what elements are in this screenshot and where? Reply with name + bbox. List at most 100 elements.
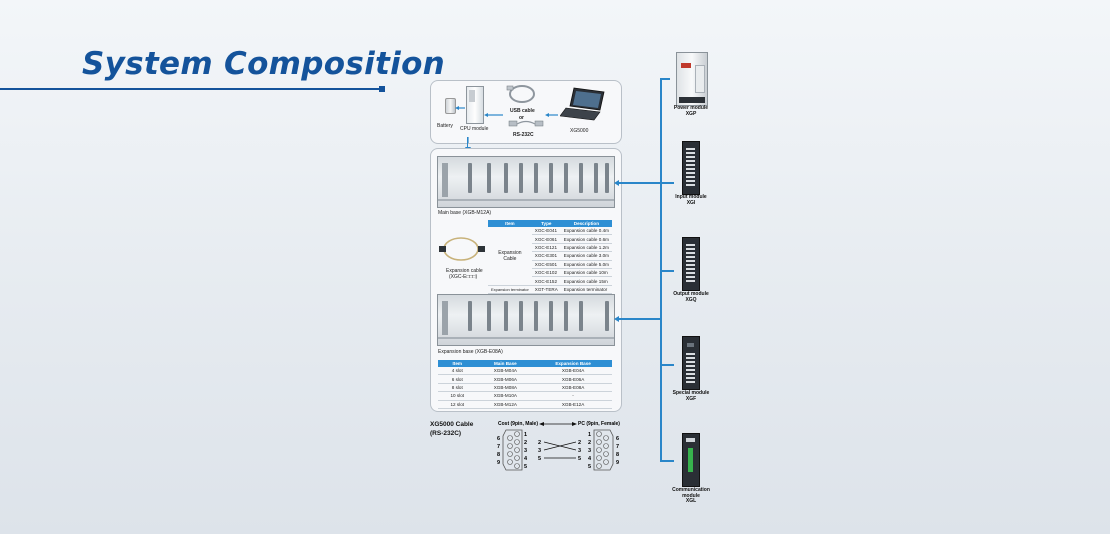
pin-icon bbox=[603, 459, 609, 465]
table-cell: 4 slot bbox=[438, 367, 477, 376]
table-cell: XGT-TERA bbox=[531, 285, 561, 295]
table-cell: XGC-E121 bbox=[531, 243, 561, 253]
pc-side-label: PC (9pin, Female) bbox=[578, 421, 620, 427]
pin-number: 6 bbox=[616, 436, 619, 442]
wire-pin-label: 2 bbox=[578, 440, 581, 446]
main-base-power-slot bbox=[442, 163, 448, 197]
pin-icon bbox=[514, 447, 520, 453]
pin-icon bbox=[507, 443, 513, 449]
rs232c-wiring-diagram: 6 7 8 9 1 2 3 4 5 2 3 5 2 3 5 1 2 3 4 5 … bbox=[497, 429, 619, 471]
power-module-label-1: Power module bbox=[673, 105, 709, 111]
cpu-module-label: CPU module bbox=[460, 126, 489, 132]
table-header: Type bbox=[531, 220, 561, 227]
pin-icon bbox=[603, 443, 609, 449]
pin-number: 2 bbox=[524, 440, 527, 446]
power-module-indicator bbox=[681, 63, 691, 68]
battery-label: Battery bbox=[437, 123, 453, 129]
xg5000-label: XG5000 bbox=[570, 128, 589, 134]
bus-branch bbox=[660, 364, 674, 366]
expansion-base-connector bbox=[618, 318, 662, 320]
title-underline-marker bbox=[379, 86, 385, 92]
table-cell: Expansion cable 15m bbox=[560, 276, 612, 286]
top-connection-arrows bbox=[455, 106, 558, 143]
wire-pin-label: 3 bbox=[578, 448, 581, 454]
communication-module-label-2: module bbox=[682, 492, 700, 499]
usb-cable-label: USB cable bbox=[510, 108, 535, 114]
laptop-icon bbox=[560, 87, 605, 121]
pin-icon bbox=[507, 435, 513, 441]
title-underline bbox=[0, 88, 382, 90]
or-label: or bbox=[519, 115, 524, 121]
expansion-base-slot bbox=[605, 301, 609, 331]
main-base-slot bbox=[605, 163, 609, 193]
input-module-image bbox=[682, 141, 700, 195]
wire-pin-label: 3 bbox=[538, 448, 541, 454]
rs232c-label: RS-232C bbox=[513, 132, 534, 138]
table-cell: XGC-E152 bbox=[531, 276, 561, 286]
input-module-terminals bbox=[686, 148, 695, 188]
communication-module-label-plate bbox=[686, 438, 695, 442]
table-cell: XGB-M12A bbox=[476, 400, 535, 409]
table-header: Item bbox=[438, 360, 477, 367]
output-module-label-2: XGQ bbox=[685, 296, 697, 303]
arrow-left-icon bbox=[614, 180, 619, 186]
pin-icon bbox=[596, 463, 602, 469]
main-base-slot bbox=[534, 163, 538, 193]
communication-module-image bbox=[682, 433, 700, 487]
table-cell: 6 slot bbox=[438, 374, 477, 384]
main-base-board bbox=[437, 156, 615, 208]
table-cell: XGB-E12A bbox=[534, 400, 612, 409]
special-module-label-1: Special module bbox=[672, 390, 710, 396]
table-cell: Expansion cable 1.2m bbox=[560, 243, 612, 253]
power-module-cover bbox=[695, 65, 705, 93]
table-cell: XGC-E102 bbox=[531, 268, 561, 278]
pin-icon bbox=[514, 455, 520, 461]
special-module-terminals bbox=[686, 353, 695, 383]
pin-number: 4 bbox=[524, 456, 528, 462]
output-module-label-1: Output module bbox=[673, 291, 709, 297]
bus-branch bbox=[660, 460, 674, 462]
expansion-base-slot bbox=[549, 301, 553, 331]
table-cell: Expansion terminator bbox=[560, 285, 612, 295]
main-base-slot bbox=[519, 163, 523, 193]
main-base-slot bbox=[504, 163, 508, 193]
usb-cable-icon bbox=[506, 85, 535, 103]
expansion-base-slot bbox=[519, 301, 523, 331]
pin-number: 7 bbox=[616, 444, 619, 450]
rs232c-cable-icon bbox=[508, 120, 544, 127]
expansion-base-power-slot bbox=[442, 301, 448, 335]
expansion-base-slot bbox=[564, 301, 568, 331]
pin-icon bbox=[603, 435, 609, 441]
table-header: Expansion Base bbox=[534, 360, 612, 367]
bus-branch bbox=[660, 78, 670, 80]
table-cell: XGB-M08A bbox=[476, 383, 535, 393]
special-module-led bbox=[687, 343, 694, 347]
expansion-base-slot bbox=[468, 301, 472, 331]
pin-icon bbox=[596, 431, 602, 437]
expansion-base-label: Expansion base (XGB-E08A) bbox=[438, 349, 503, 355]
table-cell: 8 slot bbox=[438, 383, 477, 393]
main-base-slot bbox=[594, 163, 598, 193]
table-cell: XGB-E04A bbox=[534, 367, 612, 376]
table-cell: XGB-E08A bbox=[534, 383, 612, 393]
pin-number: 1 bbox=[524, 432, 527, 438]
table-header: Description bbox=[560, 220, 612, 227]
expansion-base-slot bbox=[579, 301, 583, 331]
special-module-label-2: XGF bbox=[685, 395, 697, 402]
xg5000-cable-title-2: (RS-232C) bbox=[430, 430, 462, 437]
female-connector-outline bbox=[593, 429, 614, 471]
communication-module-label-3: XGL bbox=[685, 498, 697, 504]
